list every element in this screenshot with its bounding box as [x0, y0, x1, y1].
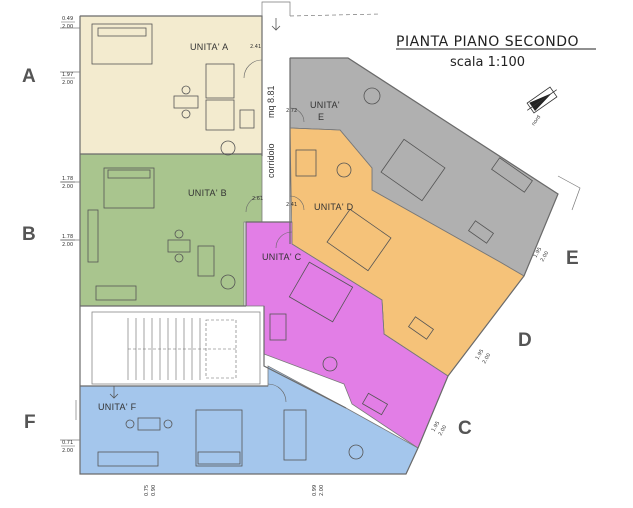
svg-text:2.00: 2.00 [438, 424, 449, 437]
corridor-arrow [271, 18, 281, 31]
north-arrow-icon: nord [526, 86, 558, 127]
svg-text:0.71: 0.71 [62, 440, 73, 446]
furniture-unit-d [295, 149, 435, 340]
walls [60, 1, 581, 475]
unit-e-letter: E [566, 248, 579, 269]
unit-a-label: UNITA' A [190, 42, 228, 52]
unit-e-label: UNITA' [310, 100, 340, 110]
svg-text:2.61: 2.61 [252, 196, 263, 202]
furniture-unit-a [91, 23, 255, 156]
corridor-area: mq 8.81 [266, 85, 276, 118]
svg-text:2.00: 2.00 [62, 24, 73, 30]
unit-f-label: UNITA' F [98, 402, 137, 412]
svg-text:1.78: 1.78 [62, 234, 73, 240]
furniture-unit-c [269, 261, 389, 416]
furniture-unit-e [363, 87, 533, 244]
furniture-unit-f [97, 409, 364, 467]
stair-arrow [109, 386, 119, 399]
svg-text:0.49: 0.49 [62, 16, 73, 22]
svg-text:2.41: 2.41 [250, 44, 261, 50]
svg-text:2.00: 2.00 [62, 184, 73, 190]
svg-text:1.97: 1.97 [62, 72, 73, 78]
svg-text:2.00: 2.00 [482, 352, 493, 365]
unit-f-letter: F [24, 412, 36, 433]
unit-c-label: UNITA' C [262, 252, 302, 262]
unit-a-letter: A [22, 66, 36, 87]
unit-c-letter: C [458, 418, 472, 439]
dimension-labels: 0.49 2.00 1.97 2.00 1.78 2.00 1.78 2.00 … [61, 16, 550, 496]
unit-d-letter: D [518, 330, 532, 351]
unit-b-letter: B [22, 224, 36, 245]
svg-text:2.00: 2.00 [62, 448, 73, 454]
unit-a-area [79, 15, 263, 163]
unit-d-label: UNITA' D [314, 202, 354, 212]
plan-title: PIANTA PIANO SECONDO [396, 34, 579, 50]
svg-text:1.95: 1.95 [475, 348, 486, 361]
svg-text:2.72: 2.72 [286, 108, 297, 114]
stair-steps [127, 318, 237, 380]
corridor-label: corridoio [266, 143, 276, 178]
svg-text:2.00: 2.00 [62, 242, 73, 248]
svg-text:1.95: 1.95 [431, 420, 442, 433]
svg-text:2.41: 2.41 [286, 202, 297, 208]
svg-text:0.75: 0.75 [144, 485, 150, 496]
svg-text:2.00: 2.00 [319, 485, 325, 496]
plan-scale: scala 1:100 [450, 55, 525, 70]
furniture-unit-b [87, 167, 236, 301]
svg-text:0.99: 0.99 [312, 485, 318, 496]
svg-text:0.90: 0.90 [151, 485, 157, 496]
svg-text:1.78: 1.78 [62, 176, 73, 182]
north-label: nord [531, 114, 542, 127]
door-swings [243, 59, 305, 403]
svg-text:2.00: 2.00 [540, 250, 551, 263]
unit-b-label: UNITA' B [188, 188, 227, 198]
svg-text:1.95: 1.95 [533, 246, 544, 259]
svg-text:2.00: 2.00 [62, 80, 73, 86]
unit-e-label-letter: E [318, 112, 324, 122]
